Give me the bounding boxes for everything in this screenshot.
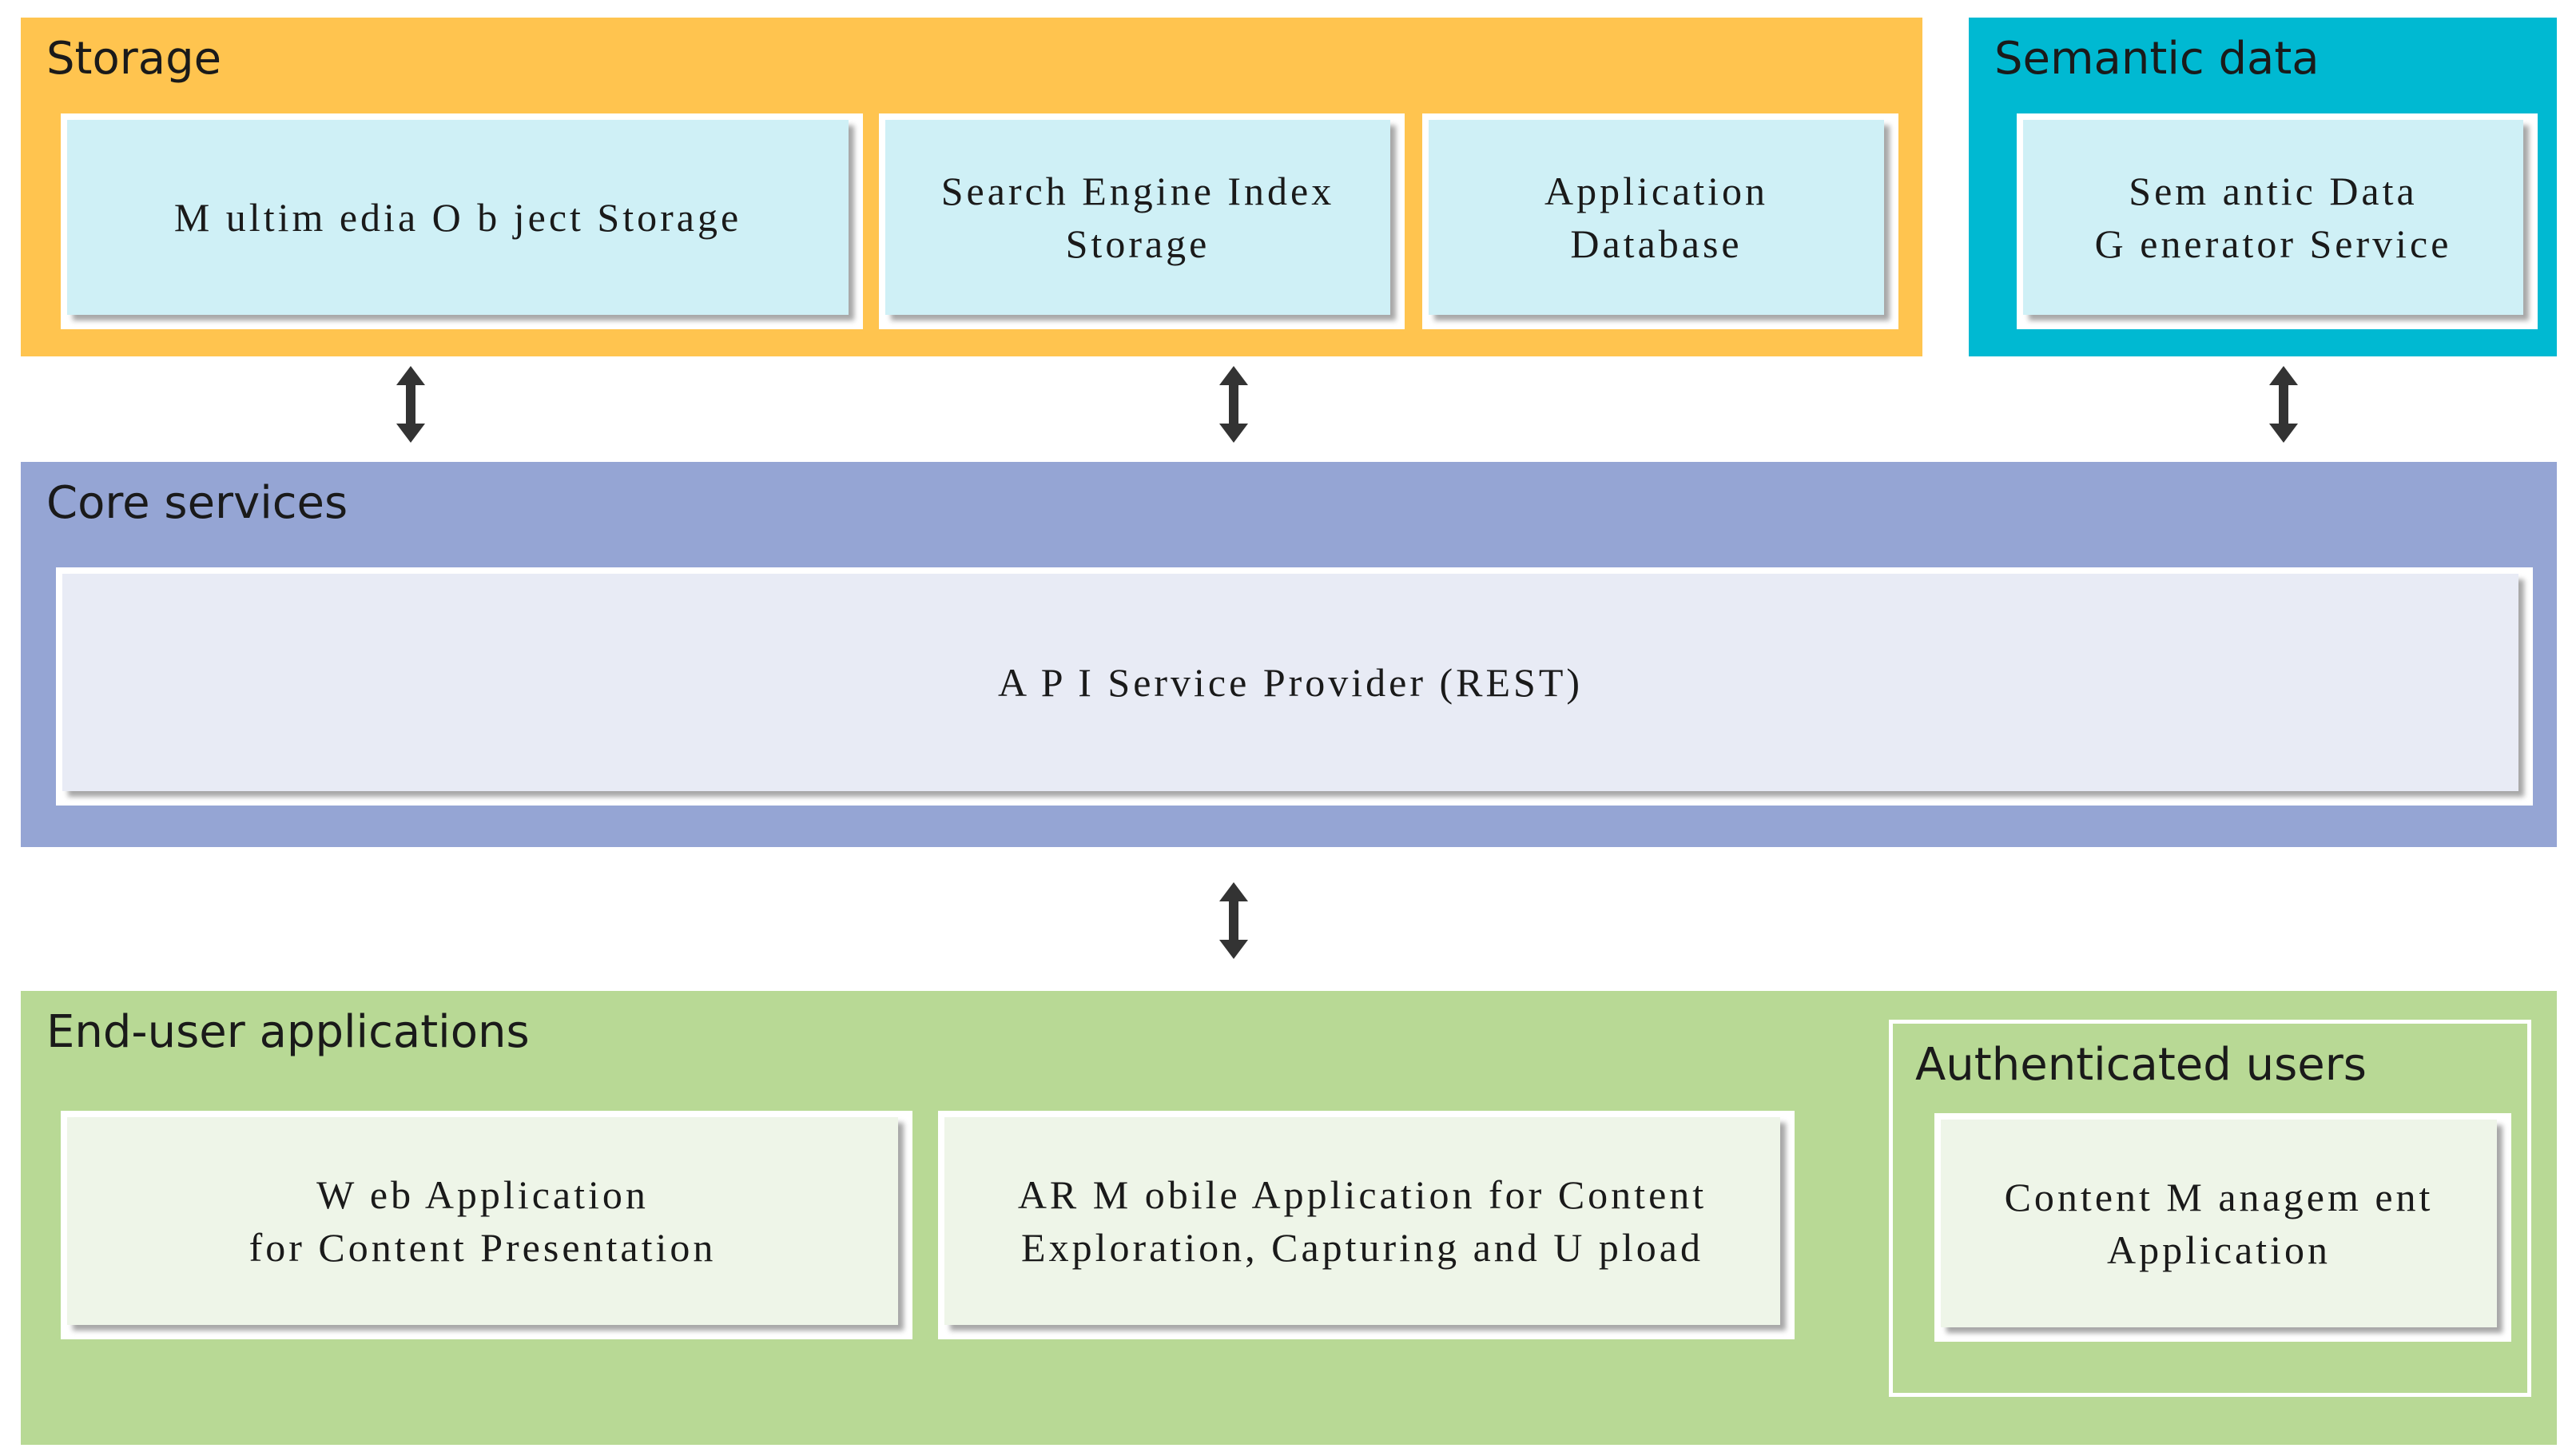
semantic-data-generator-frame: Sem antic Data G enerator Service (2017, 113, 2538, 329)
multimedia-object-storage-frame: M ultim edia O b ject Storage (61, 113, 863, 329)
web-application-frame: W eb Application for Content Presentatio… (61, 1111, 912, 1339)
storage-title: Storage (46, 33, 222, 85)
ar-mobile-application-box: AR M obile Application for Content Explo… (944, 1117, 1780, 1325)
authenticated-users-panel: Authenticated users Content M anagem ent… (1889, 1020, 2531, 1397)
core-enduser-arrow-icon (1219, 882, 1248, 959)
ar-mobile-application-frame: AR M obile Application for Content Explo… (938, 1111, 1795, 1339)
semantic-data-generator-box: Sem antic Data G enerator Service (2023, 120, 2523, 315)
content-management-application-box: Content M anagem ent Application (1941, 1120, 2497, 1327)
semantic-data-title: Semantic data (1994, 33, 2320, 85)
search-engine-index-storage-box: Search Engine Index Storage (885, 120, 1390, 315)
storage-core-arrow-icon (396, 366, 425, 443)
core-services-title: Core services (46, 477, 348, 529)
multimedia-object-storage-box: M ultim edia O b ject Storage (67, 120, 849, 315)
content-management-frame: Content M anagem ent Application (1934, 1113, 2511, 1342)
api-service-provider-frame: A P I Service Provider (REST) (56, 567, 2533, 806)
application-database-frame: Application Database (1422, 113, 1898, 329)
core-services-panel: Core services A P I Service Provider (RE… (21, 462, 2557, 847)
authenticated-users-title: Authenticated users (1915, 1039, 2367, 1091)
search-index-core-arrow-icon (1219, 366, 1248, 443)
search-engine-index-storage-frame: Search Engine Index Storage (879, 113, 1405, 329)
end-user-applications-title: End-user applications (46, 1006, 530, 1058)
semantic-core-arrow-icon (2269, 366, 2298, 443)
end-user-applications-panel: End-user applications W eb Application f… (21, 991, 2557, 1445)
api-service-provider-box: A P I Service Provider (REST) (62, 574, 2518, 791)
semantic-data-panel: Semantic data Sem antic Data G enerator … (1969, 18, 2557, 356)
application-database-box: Application Database (1429, 120, 1884, 315)
web-application-box: W eb Application for Content Presentatio… (67, 1117, 898, 1325)
storage-panel: Storage M ultim edia O b ject Storage Se… (21, 18, 1922, 356)
